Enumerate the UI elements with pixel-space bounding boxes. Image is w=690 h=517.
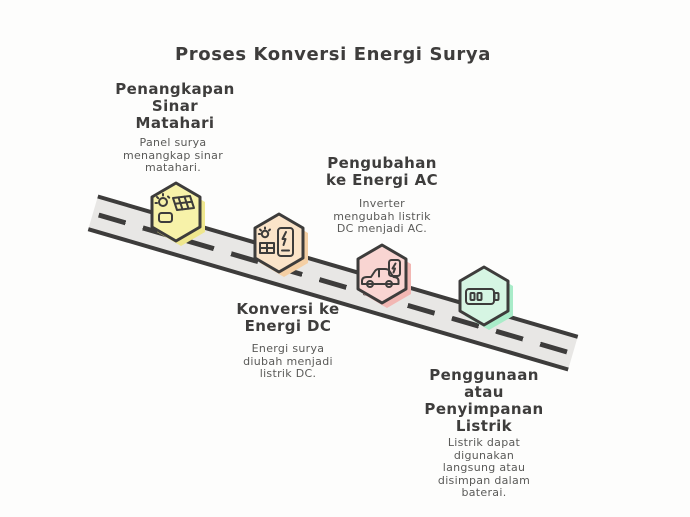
battery-icon xyxy=(465,288,500,305)
ev-charging-car-icon xyxy=(361,259,401,288)
stage-4-hexagon xyxy=(458,265,513,330)
stage-2-heading: Konversi ke Energi DC xyxy=(236,300,340,335)
stage-3-hexagon xyxy=(356,243,411,308)
page-title: Proses Konversi Energi Surya xyxy=(175,44,491,65)
stage-3-heading: Pengubahan ke Energi AC xyxy=(326,154,438,189)
hexagon-shape xyxy=(150,181,202,243)
stage-2-description: Energi surya diubah menjadi listrik DC. xyxy=(243,342,333,380)
hexagon-shape xyxy=(356,243,408,305)
hexagon-shape xyxy=(458,265,510,327)
stage-1-description: Panel surya menangkap sinar matahari. xyxy=(122,136,224,174)
stage-4-description: Listrik dapat digunakan langsung atau di… xyxy=(437,436,531,499)
sun-solar-panel-icon xyxy=(154,193,195,223)
stage-4-heading: Penggunaan atau Penyimpanan Listrik xyxy=(424,366,544,435)
solar-inverter-icon xyxy=(257,226,294,257)
stage-1-heading: Penangkapan Sinar Matahari xyxy=(115,80,235,132)
stage-3-description: Inverter mengubah listrik DC menjadi AC. xyxy=(333,197,431,235)
stage-2-hexagon xyxy=(253,212,308,277)
stage-1-hexagon xyxy=(150,181,205,246)
